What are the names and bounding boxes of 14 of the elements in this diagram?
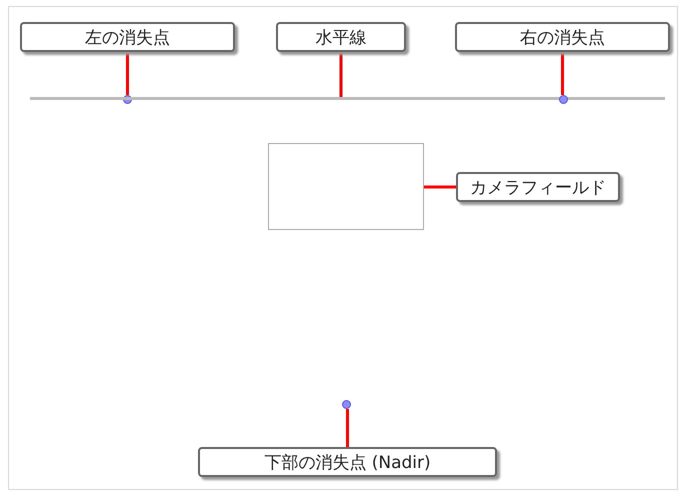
- leader-line: [424, 186, 456, 188]
- callout-label: 右の消失点: [455, 22, 670, 52]
- callout-label: 左の消失点: [20, 22, 235, 52]
- camera-field-rect: [268, 143, 424, 230]
- leader-line: [346, 409, 349, 447]
- callout-label: カメラフィールド: [456, 172, 620, 202]
- vanishing-point-dot: [342, 400, 351, 409]
- vanishing-point-dot: [559, 95, 568, 104]
- horizon-line: [30, 97, 665, 100]
- leader-line: [126, 52, 129, 95]
- leader-line: [340, 52, 342, 97]
- leader-line: [561, 52, 564, 95]
- callout-label: 下部の消失点 (Nadir): [198, 447, 497, 477]
- callout-label: 水平線: [276, 22, 406, 52]
